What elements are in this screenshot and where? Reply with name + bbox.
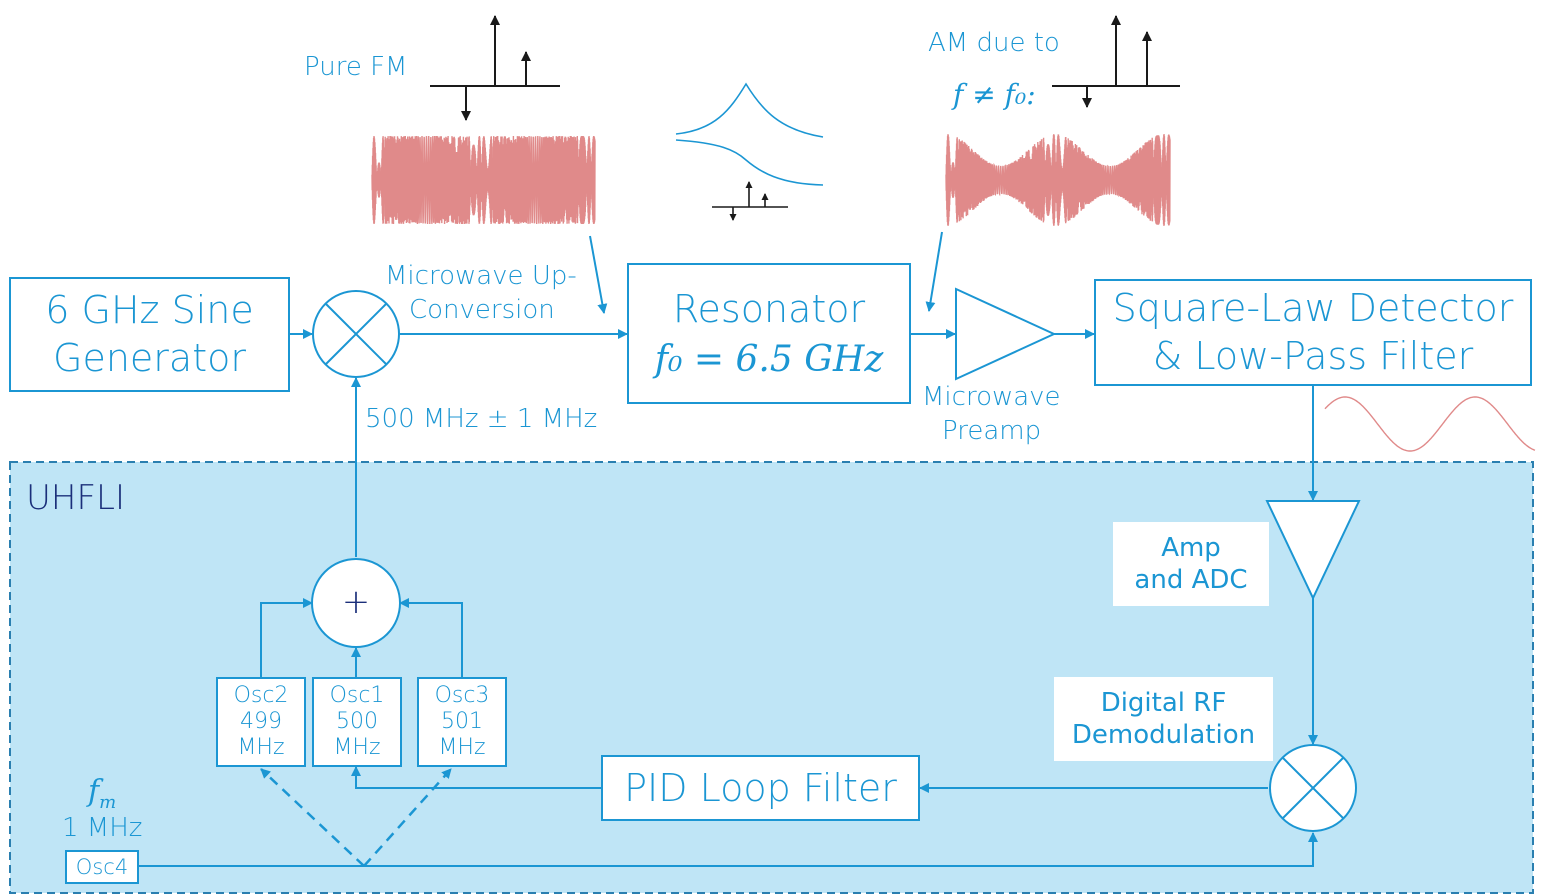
adder-icon — [311, 558, 401, 648]
osc1-block: Osc1 500 MHz — [312, 677, 402, 767]
am-due-to-label: AM due to — [928, 28, 1060, 58]
preamp-label-line1: Microwave — [922, 382, 1061, 412]
osc1-name: Osc1 — [329, 683, 385, 709]
osc3-to-adder-line — [399, 598, 463, 677]
resonator-block: Resonator f₀ = 6.5 GHz — [627, 263, 911, 404]
modulation-frequency-value: 1 MHz — [62, 813, 143, 843]
pure-fm-spectrum-icon — [430, 15, 560, 121]
detector-line1: Square-Law Detector — [1112, 286, 1514, 330]
pure-fm-label: Pure FM — [304, 52, 408, 82]
fm-symbol-sub: m — [99, 792, 117, 813]
sine-generator-line2: Generator — [53, 335, 246, 380]
resonance-curve-icon — [675, 82, 824, 186]
digital-rf-label: Digital RF Demodulation — [1054, 677, 1273, 761]
sine-generator-line1: 6 GHz Sine — [45, 288, 254, 332]
detector-block: Square-Law Detector & Low-Pass Filter — [1094, 279, 1532, 386]
fm-symbol-f: f — [88, 774, 100, 809]
am-waveform — [945, 134, 1171, 226]
osc2-block: Osc2 499 MHz — [216, 677, 306, 767]
osc3-unit: MHz — [438, 734, 486, 760]
osc2-value: 499 — [240, 709, 282, 735]
amp-adc-icon — [1265, 500, 1361, 601]
amp-adc-label: Amp and ADC — [1113, 522, 1269, 606]
digital-rf-label-line2: Demodulation — [1071, 720, 1256, 750]
osc3-block: Osc3 501 MHz — [417, 677, 507, 767]
osc1-value: 500 — [336, 709, 378, 735]
adder-plus-symbol: + — [341, 582, 371, 622]
baseband-sine-waveform — [1324, 396, 1536, 452]
osc4-to-demod-line — [139, 832, 1318, 867]
pid-loop-filter-block: PID Loop Filter — [601, 755, 920, 821]
uhfli-title: UHFLI — [26, 478, 125, 518]
am-condition-label: f ≠ f₀: — [953, 78, 1036, 111]
resonator-frequency: f₀ = 6.5 GHz — [654, 339, 884, 380]
amp-adc-label-line2: and ADC — [1134, 565, 1248, 595]
osc4-block: Osc4 — [65, 850, 139, 884]
demodulation-mixer-icon — [1269, 744, 1357, 832]
pid-loop-filter-label: PID Loop Filter — [624, 766, 897, 810]
upconversion-label-line1: Microwave Up- — [385, 261, 577, 291]
osc4-name: Osc4 — [75, 855, 129, 879]
fm-mod-to-osc3-line — [363, 768, 452, 867]
osc2-to-adder-line — [260, 598, 313, 677]
amp-adc-label-line1: Amp — [1161, 532, 1221, 563]
osc2-name: Osc2 — [233, 683, 289, 709]
osc3-value: 501 — [441, 709, 483, 735]
osc1-unit: MHz — [333, 734, 381, 760]
sine-generator-block: 6 GHz Sine Generator — [9, 277, 290, 392]
microwave-preamp-icon — [955, 287, 1057, 381]
am-pointer-arrow — [925, 231, 943, 312]
digital-rf-label-line1: Digital RF — [1100, 687, 1227, 718]
pid-to-osc1-line — [351, 766, 601, 789]
upconversion-mixer-icon — [312, 290, 400, 378]
resonator-title: Resonator — [672, 287, 866, 331]
upconversion-label-line2: Conversion — [409, 295, 555, 325]
fm-pointer-arrow — [589, 235, 608, 314]
fm-waveform — [371, 135, 596, 225]
modulation-frequency-symbol: fm — [88, 774, 116, 814]
osc2-unit: MHz — [237, 734, 285, 760]
small-spectrum-icon — [712, 181, 788, 221]
fm-mod-to-osc2-line — [260, 768, 365, 867]
detector-line2: & Low-Pass Filter — [1152, 333, 1474, 378]
preamp-label-line2: Preamp — [942, 416, 1042, 446]
offset-frequency-label: 500 MHz ± 1 MHz — [365, 404, 598, 434]
osc3-name: Osc3 — [434, 683, 490, 709]
am-spectrum-icon — [1052, 15, 1180, 108]
